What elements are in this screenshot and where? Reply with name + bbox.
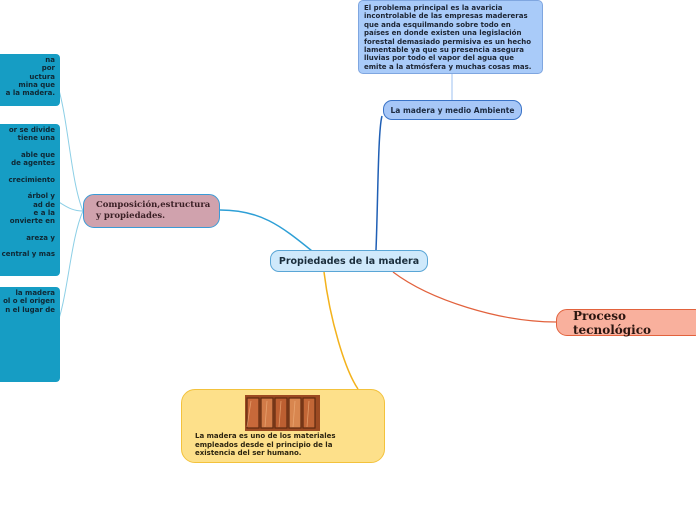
detail-line: central y mas: [0, 250, 55, 258]
detail-line: onvierte en: [0, 217, 55, 225]
detail-line: por: [0, 64, 55, 72]
detail-line: crecimiento: [0, 176, 55, 184]
node-proceso-tecnologico[interactable]: Proceso tecnológico: [556, 309, 696, 336]
wood-planks-image: [245, 395, 320, 431]
detail-line: a la madera.: [0, 89, 55, 97]
detail-line: able que: [0, 151, 55, 159]
detail-line: ol o el origen: [0, 297, 55, 305]
detail-line: e a la: [0, 209, 55, 217]
detail-line: [0, 242, 55, 250]
detail-line: ad de: [0, 201, 55, 209]
detail-line: or se divide: [0, 126, 55, 134]
detail-line: [0, 143, 55, 151]
link-central-compos: [220, 210, 312, 251]
link-central-historia: [324, 272, 358, 389]
node-historia[interactable]: La madera es uno de los materiales emple…: [181, 389, 385, 463]
node-medio-ambiente[interactable]: La madera y medio Ambiente: [383, 100, 522, 120]
detail-line: [0, 184, 55, 192]
detail-line: tiene una: [0, 134, 55, 142]
historia-text: La madera es uno de los materiales emple…: [195, 432, 375, 458]
node-composicion[interactable]: Composición,estructura y propiedades.: [83, 194, 220, 228]
detail-medio-ambiente[interactable]: El problema principal es la avaricia inc…: [358, 0, 543, 74]
detail-line: [0, 167, 55, 175]
detail-line: areza y: [0, 234, 55, 242]
detail-line: uctura: [0, 73, 55, 81]
detail-line: mina que: [0, 81, 55, 89]
detail-line: [0, 226, 55, 234]
detail-line: na: [0, 56, 55, 64]
detail-line: la madera: [0, 289, 55, 297]
link-central-proceso: [393, 272, 556, 322]
detail-line: árbol y: [0, 192, 55, 200]
detail-line: de agentes: [0, 159, 55, 167]
detail-line: n el lugar de: [0, 306, 55, 314]
link-central-medio: [376, 116, 382, 250]
node-central-topic[interactable]: Propiedades de la madera: [270, 250, 428, 272]
